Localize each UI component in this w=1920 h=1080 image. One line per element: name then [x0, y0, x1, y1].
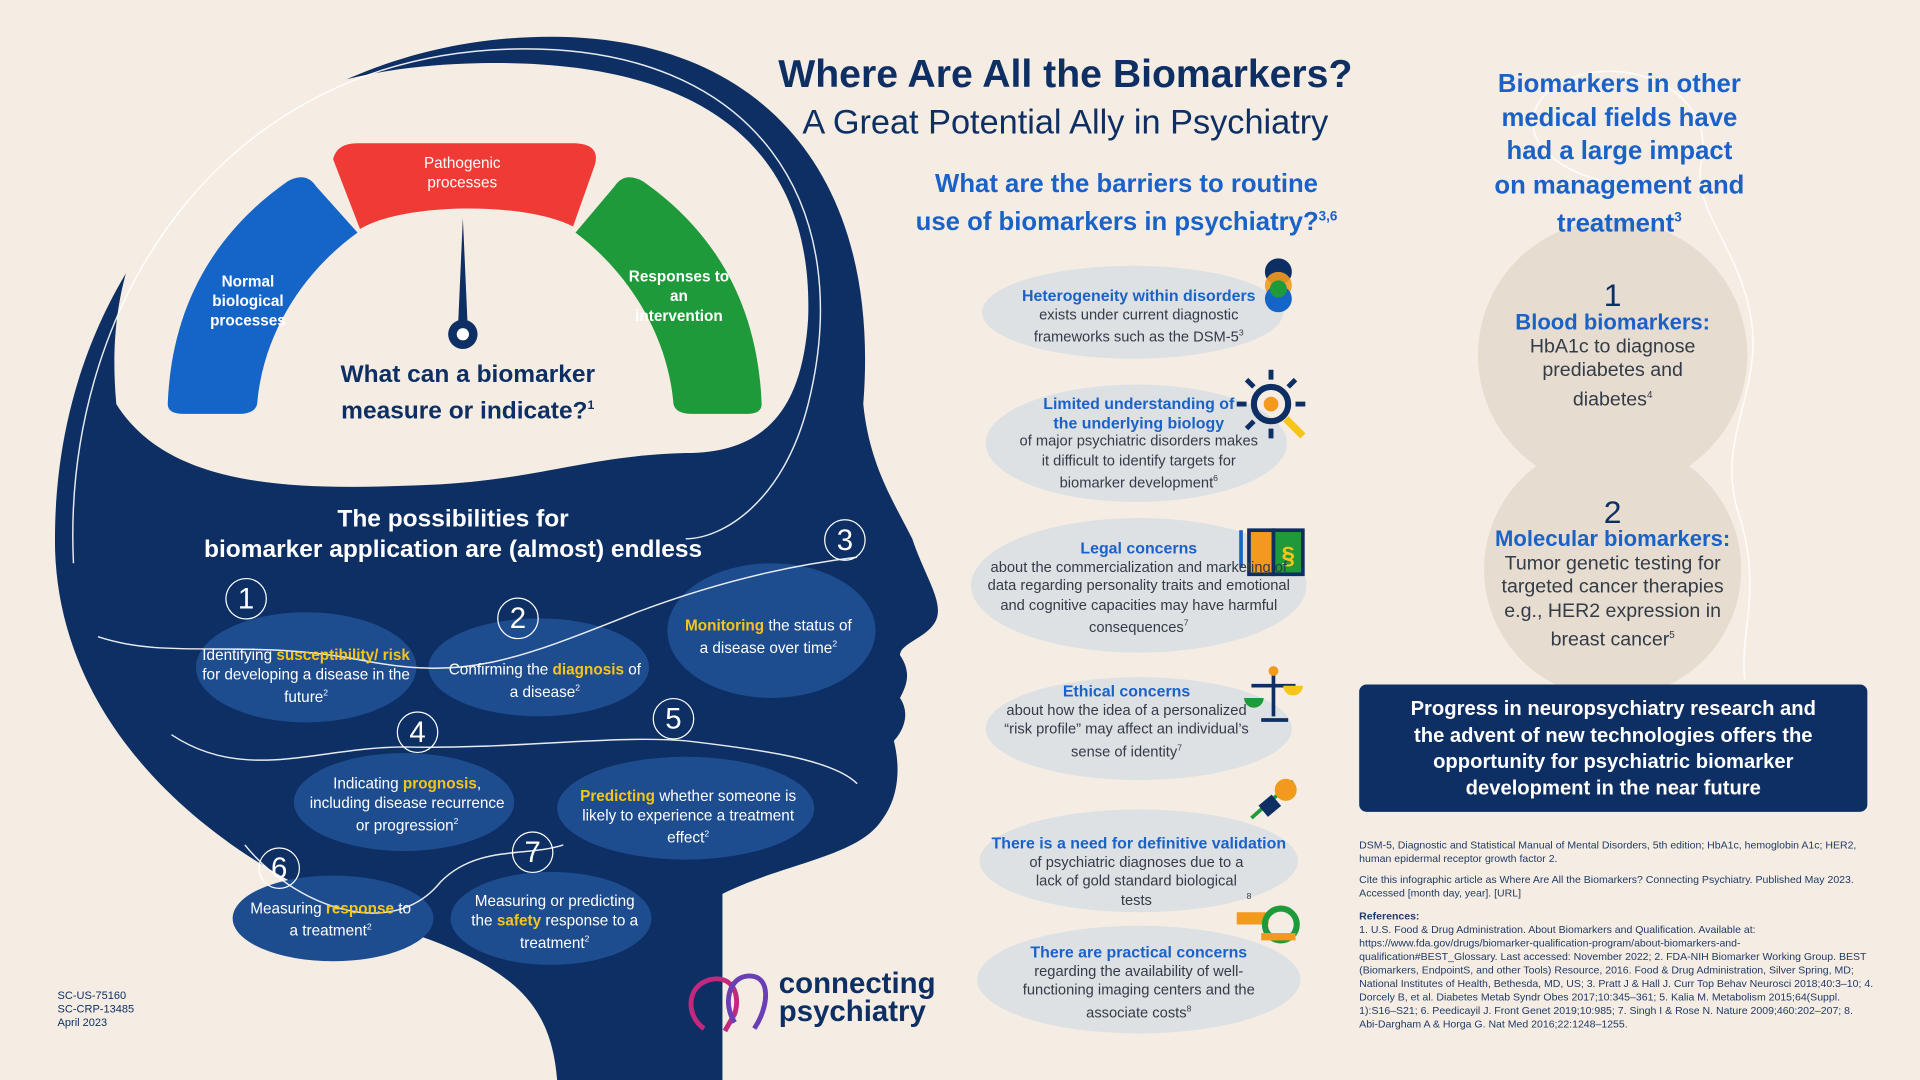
- possibility-number-7: 7: [511, 831, 554, 874]
- possibility-number-6: 6: [258, 847, 301, 889]
- law-book-icon: §: [1239, 528, 1305, 577]
- page-subtitle: A Great Potential Ally in Psychiatry: [802, 102, 1329, 141]
- possibility-number-5: 5: [652, 697, 695, 740]
- gauge-segment-normal: [167, 177, 358, 414]
- possibility-item-7: Measuring or predicting the safety respo…: [471, 892, 639, 952]
- other-fields-heading: Biomarkers in other medical fields have …: [1494, 69, 1745, 238]
- callout-box: Progress in neuropsychiatry research and…: [1359, 684, 1868, 812]
- citation: Cite this infographic article as Where A…: [1359, 873, 1854, 899]
- possibility-item-4: Indicating prognosis, including disease …: [309, 775, 505, 835]
- possibilities-heading-line1: The possibilities for: [337, 505, 569, 533]
- connecting-psychiatry-logo-icon: [688, 973, 768, 1033]
- possibilities-heading: The possibilities for biomarker applicati…: [196, 504, 710, 565]
- possibility-item-6: Measuring response to a treatment2: [250, 900, 412, 940]
- molecular-biomarker-circle: [1484, 440, 1742, 698]
- barrier-item-5: There is a need for definitive validatio…: [991, 833, 1287, 908]
- scales-icon: [1244, 666, 1303, 722]
- gauge-segment-responses: [575, 177, 762, 414]
- possibility-item-5: Predicting whether someone is likely to …: [580, 787, 797, 847]
- possibility-item-2: Confirming the diagnosis of a disease2: [448, 661, 642, 701]
- gauge-question: What can a biomarker measure or indicate…: [333, 360, 602, 427]
- blood-biomarker-circle: [1477, 220, 1748, 490]
- possibility-number-1: 1: [225, 577, 267, 620]
- svg-text:§: §: [1281, 542, 1295, 569]
- stamp-icon: [1250, 778, 1297, 820]
- gauge-label-normal: Normal biological processes: [210, 273, 286, 330]
- barriers-question-line2: use of biomarkers in psychiatry?: [915, 208, 1319, 237]
- barriers-question-ref: 3,6: [1318, 209, 1338, 225]
- possibility-number-2: 2: [497, 597, 539, 640]
- gauge-needle: [457, 217, 468, 329]
- possibility-item-3: Monitoring the status of a disease over …: [685, 617, 852, 657]
- gauge-question-text: What can a biomarker measure or indicate…: [340, 361, 596, 425]
- references-text: 1. U.S. Food & Drug Administration. Abou…: [1359, 923, 1874, 1030]
- possibility-number-3: 3: [824, 519, 866, 561]
- neuron-magnifier-icon: [1236, 369, 1306, 439]
- gauge-segment-pathogenic: [333, 143, 596, 229]
- references: References:1. U.S. Food & Drug Administr…: [1359, 910, 1873, 1031]
- barriers-question: What are the barriers to routine use of b…: [894, 168, 1359, 239]
- references-label: References:: [1359, 909, 1420, 923]
- barrier-item-2: Limited understanding of the underlying …: [1019, 394, 1258, 492]
- possibility-number-4: 4: [396, 711, 439, 754]
- overlapping-circles-icon: [1264, 258, 1292, 313]
- page-title: Where Are All the Biomarkers?: [778, 51, 1353, 96]
- possibility-item-1: Identifying susceptibility/ risk for dev…: [202, 646, 410, 706]
- possibilities-heading-line2: biomarker application are (almost) endle…: [203, 536, 703, 564]
- imaging-scanner-icon: [1236, 905, 1300, 944]
- gauge-label-pathogenic: Pathogenic processes: [423, 154, 501, 192]
- gauge-label-responses: Responses to an intervention: [628, 268, 730, 325]
- abbreviations: DSM-5, Diagnostic and Statistical Manual…: [1359, 838, 1857, 865]
- barriers-question-line1: What are the barriers to routine: [935, 170, 1318, 199]
- gauge-question-ref: 1: [587, 399, 595, 413]
